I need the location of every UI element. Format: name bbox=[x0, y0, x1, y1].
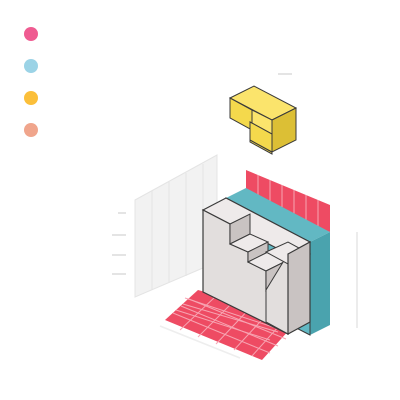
legend-item-unaware: Inhabitants unaware unaware bbox=[24, 18, 252, 50]
legend-label: Inhabitants unaware unaware bbox=[48, 26, 253, 42]
yellow-l-block bbox=[228, 85, 298, 155]
legend-item-remaining: Remaining area bbox=[24, 114, 252, 146]
legend-dot-yellow bbox=[24, 91, 38, 105]
legend-dot-blue bbox=[24, 59, 38, 73]
legend-dot-pink bbox=[24, 27, 38, 41]
legend-dot-salmon bbox=[24, 123, 38, 137]
legend: Inhabitants unaware unaware Inhabitants … bbox=[24, 18, 252, 146]
back-wall-panel bbox=[112, 154, 218, 298]
legend-label: Occupancy area bbox=[48, 90, 161, 106]
legend-label: Inhabitants with attention bbox=[48, 58, 226, 74]
legend-item-attention: Inhabitants with attention bbox=[24, 50, 252, 82]
stepped-block bbox=[201, 197, 312, 336]
legend-label: Remaining area bbox=[48, 122, 157, 138]
legend-item-occupancy: Occupancy area bbox=[24, 82, 252, 114]
floor-grid bbox=[159, 290, 300, 360]
